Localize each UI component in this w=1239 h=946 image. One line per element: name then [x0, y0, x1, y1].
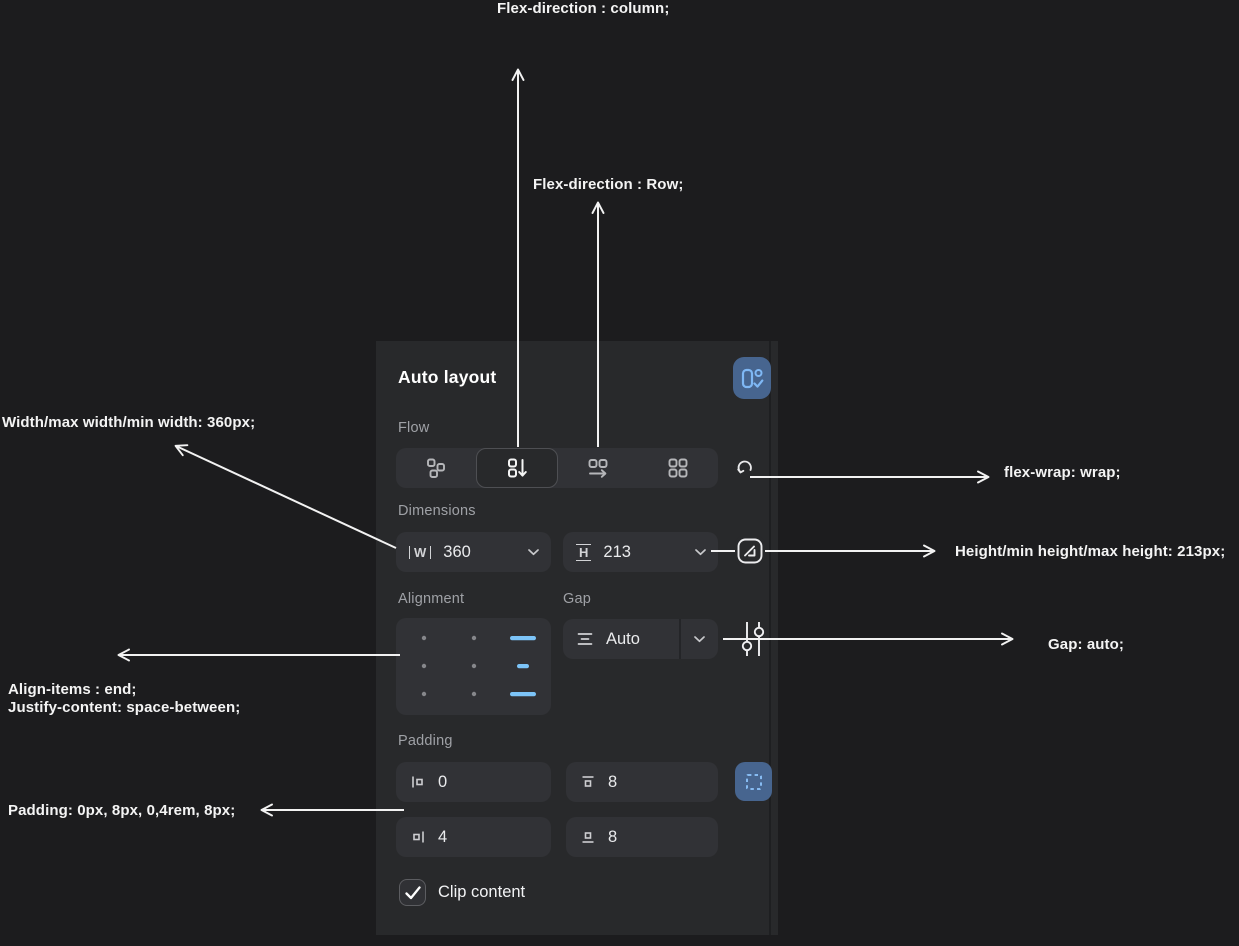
- freeform-icon: [427, 458, 445, 478]
- gap-dropdown-button[interactable]: [679, 619, 718, 659]
- annotation-padding: Padding: 0px, 8px, 0,4rem, 8px;: [8, 802, 236, 819]
- autolayout-applied-icon: [741, 368, 764, 389]
- individual-padding-icon: [745, 773, 762, 790]
- annotation-height: Height/min height/max height: 213px;: [955, 543, 1226, 560]
- flow-segmented-control: [396, 448, 718, 488]
- autolayout-panel: Auto layout Flow: [376, 341, 778, 935]
- dimensions-label: Dimensions: [398, 503, 476, 519]
- sliders-icon: [741, 622, 765, 656]
- padding-right-value: 4: [438, 827, 448, 846]
- autolayout-toggle-button[interactable]: [733, 357, 771, 399]
- annotation-flex-direction-row: Flex-direction : Row;: [533, 176, 684, 193]
- flow-column-button[interactable]: [476, 448, 558, 488]
- clip-content-checkbox[interactable]: [399, 879, 426, 906]
- annotation-flex-direction-column: Flex-direction : column;: [497, 0, 670, 17]
- padding-right-input[interactable]: 4: [396, 817, 551, 857]
- panel-edge-divider[interactable]: [769, 341, 771, 935]
- clip-content-row: Clip content: [399, 879, 525, 906]
- gap-input-main[interactable]: Auto: [563, 619, 679, 659]
- alignment-children-preview: [510, 636, 536, 697]
- padding-top-icon: [582, 776, 594, 787]
- padding-bottom-icon: [582, 832, 594, 843]
- clip-content-label: Clip content: [438, 883, 526, 901]
- gap-label: Gap: [563, 591, 592, 607]
- flow-row-button[interactable]: [558, 448, 638, 488]
- checkmark-icon: [404, 885, 421, 899]
- annotation-flex-wrap: flex-wrap: wrap;: [1004, 464, 1121, 481]
- wrap-return-icon: [737, 460, 752, 474]
- height-value: 213: [603, 542, 631, 561]
- chevron-down-icon: [694, 635, 705, 642]
- width-unit-icon: W: [409, 545, 432, 559]
- gap-icon: [577, 633, 593, 645]
- chevron-down-icon[interactable]: [695, 548, 706, 556]
- advanced-layout-button[interactable]: [739, 620, 767, 658]
- resize-constraints-icon: [737, 538, 763, 564]
- resizing-button[interactable]: [735, 536, 765, 566]
- padding-bottom-value: 8: [608, 827, 618, 846]
- flex-row-icon: [588, 459, 608, 478]
- height-unit-icon: H: [576, 543, 592, 561]
- flow-label: Flow: [398, 420, 430, 436]
- annotation-gap: Gap: auto;: [1048, 636, 1124, 653]
- flex-wrap-button[interactable]: [732, 459, 756, 481]
- panel-title: Auto layout: [398, 367, 497, 387]
- flow-freeform-button[interactable]: [396, 448, 476, 488]
- padding-label: Padding: [398, 733, 453, 749]
- individual-padding-button[interactable]: [735, 762, 772, 801]
- padding-left-value: 0: [438, 772, 448, 791]
- alignment-label: Alignment: [398, 591, 465, 607]
- width-value: 360: [443, 542, 471, 561]
- grid-layout-icon: [668, 458, 688, 478]
- annotation-align-items: Align-items : end;: [8, 681, 137, 698]
- height-input[interactable]: H 213: [563, 532, 718, 572]
- annotation-justify-content: Justify-content: space-between;: [8, 699, 241, 716]
- padding-top-input[interactable]: 8: [566, 762, 718, 802]
- padding-right-icon: [413, 831, 424, 843]
- gap-value: Auto: [606, 629, 640, 648]
- flex-column-icon: [508, 458, 527, 478]
- width-input[interactable]: W 360: [396, 532, 551, 572]
- annotation-width: Width/max width/min width: 360px;: [2, 414, 256, 431]
- padding-top-value: 8: [608, 772, 618, 791]
- chevron-down-icon[interactable]: [528, 548, 539, 556]
- alignment-grid[interactable]: [396, 618, 551, 715]
- gap-input[interactable]: Auto: [563, 619, 718, 659]
- padding-left-input[interactable]: 0: [396, 762, 551, 802]
- padding-bottom-input[interactable]: 8: [566, 817, 718, 857]
- padding-left-icon: [412, 776, 423, 788]
- flow-grid-button[interactable]: [638, 448, 718, 488]
